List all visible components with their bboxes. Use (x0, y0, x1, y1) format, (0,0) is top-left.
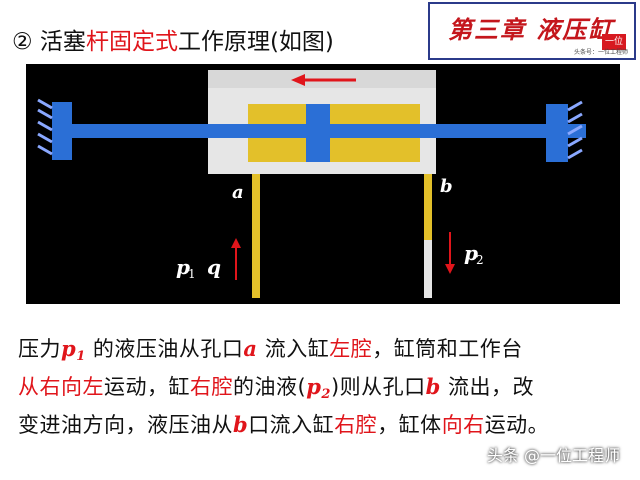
text: 的油液( (233, 375, 307, 399)
text: 流入缸 (257, 337, 330, 361)
label-b: b (440, 176, 453, 197)
highlight: 右腔 (190, 375, 233, 399)
port-b-pipe-empty (424, 240, 432, 298)
sym-b: b (233, 412, 249, 437)
para-line-1: 压力p1 的液压油从孔口a 流入缸左腔，缸筒和工作台 (18, 334, 623, 372)
label-p2: p (464, 241, 478, 265)
sym-a: a (243, 336, 258, 361)
chapter-small-text: 头条号：一位工程师 (573, 49, 628, 56)
slide-title: ② 活塞杆固定式工作原理(如图) (12, 22, 334, 56)
right-mount (546, 104, 568, 162)
left-mount (52, 102, 72, 160)
sym-p: p (61, 336, 77, 361)
label-p2-sub: 2 (476, 253, 484, 267)
text: 运动，缸 (104, 375, 190, 399)
title-part3: 工作原理(如图) (177, 29, 334, 55)
port-a-pipe (252, 174, 260, 298)
piston (306, 104, 330, 162)
explanation-text: 压力p1 的液压油从孔口a 流入缸左腔，缸筒和工作台 从右向左运动，缸右腔的油液… (18, 334, 623, 440)
highlight: 左腔 (329, 337, 373, 361)
title-highlight: 杆固定式 (85, 29, 178, 55)
text: 流出，改 (440, 375, 535, 399)
logo-badge: 一位 (602, 34, 626, 50)
text: 的液压油从孔口 (85, 337, 244, 361)
sym-sub: 1 (76, 349, 86, 364)
para-line-2: 从右向左运动，缸右腔的油液(p2)则从孔口b 流出，改 (18, 372, 623, 410)
para-line-3: 变进油方向，液压油从b口流入缸右腔，缸体向右运动。 (18, 410, 623, 440)
sym-p: p (306, 374, 322, 399)
text: ，缸体 (377, 413, 442, 437)
text: 变进油方向，液压油从 (18, 413, 233, 437)
text: 压力 (18, 337, 61, 361)
highlight: 右腔 (334, 413, 378, 437)
port-b-pipe-oil (424, 174, 432, 240)
title-number: ② (12, 29, 33, 55)
highlight: 从右向左 (18, 375, 104, 399)
label-p1: p (176, 255, 190, 279)
title-part1: 活塞 (32, 29, 86, 55)
text: 运动。 (484, 413, 550, 437)
watermark: 头条 @一位工程师 (486, 446, 620, 465)
cylinder-diagram: a b p 1 q p 2 (26, 64, 620, 304)
text: ，缸筒和工作台 (372, 337, 523, 361)
text: 口流入缸 (248, 413, 335, 437)
sym-b: b (425, 374, 441, 399)
chapter-header: 第三章 液压缸 一位 头条号：一位工程师 (428, 2, 636, 60)
label-a: a (232, 182, 244, 203)
cylinder-svg: a b p 1 q p 2 (37, 70, 586, 298)
sym-sub: 2 (321, 387, 331, 402)
text: )则从孔口 (330, 375, 426, 399)
label-p1-sub: 1 (188, 267, 196, 281)
chapter-title: 第三章 液压缸 (448, 15, 615, 44)
label-q: q (207, 255, 221, 279)
highlight: 向右 (441, 413, 485, 437)
